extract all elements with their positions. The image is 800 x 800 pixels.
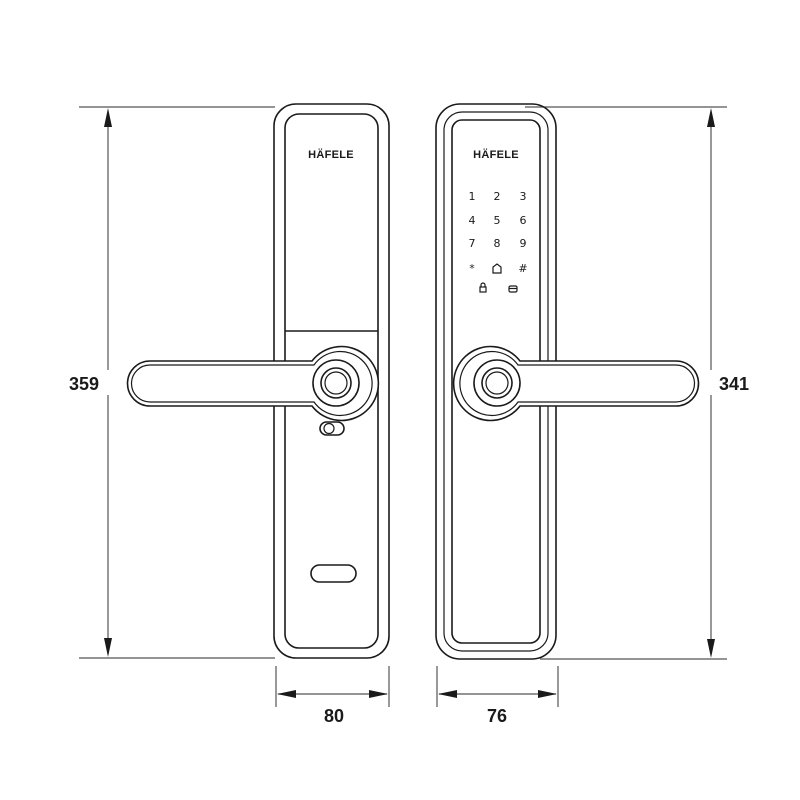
key-cylinder-icon [319,421,345,436]
key-1[interactable]: 1 [469,190,476,203]
key-4[interactable]: 4 [469,214,476,227]
dimension-label-341: 341 [719,374,749,394]
dimension-label-76: 76 [487,706,507,726]
fingerprint-sensor [485,371,509,395]
arrow-right-icon [538,690,557,698]
dimension-label-80: 80 [324,706,344,726]
arrow-up-icon [104,108,112,127]
arrow-up-icon [707,108,715,127]
battery-slot [310,564,357,583]
brand-logo: HÄFELE [308,148,354,161]
fingerprint-sensor-ring [481,367,513,399]
key-3[interactable]: 3 [520,190,527,203]
door-handle [452,345,700,422]
key-hash[interactable]: # [518,262,527,275]
dimension-label-359: 359 [69,374,99,394]
key-star[interactable]: * [469,262,475,275]
keypad: 1 2 3 4 5 6 7 8 9 * # [469,190,528,293]
card-icon[interactable] [508,285,518,293]
dimension-right-height: 341 [525,106,749,660]
fingerprint-sensor [324,371,348,395]
arrow-left-icon [438,690,457,698]
arrow-left-icon [277,690,296,698]
arrow-right-icon [369,690,388,698]
key-2[interactable]: 2 [494,190,501,203]
key-9[interactable]: 9 [520,237,527,250]
key-8[interactable]: 8 [494,237,501,250]
key-6[interactable]: 6 [520,214,527,227]
fingerprint-sensor-ring [320,367,352,399]
door-handle [126,345,380,422]
arrow-down-icon [104,638,112,657]
brand-logo: HÄFELE [473,148,519,161]
dimension-front-width: 80 [275,666,390,726]
key-doorbell-icon[interactable] [492,263,502,274]
arrow-down-icon [707,639,715,658]
lock-icon[interactable] [479,282,487,293]
front-lock-view: HÄFELE [126,103,390,659]
key-7[interactable]: 7 [469,237,476,250]
keypad-lock-view: HÄFELE 1 2 3 4 5 6 7 8 9 * # [435,103,700,660]
dimension-back-width: 76 [436,666,559,726]
key-5[interactable]: 5 [494,214,501,227]
dimension-left-height: 359 [69,106,275,659]
